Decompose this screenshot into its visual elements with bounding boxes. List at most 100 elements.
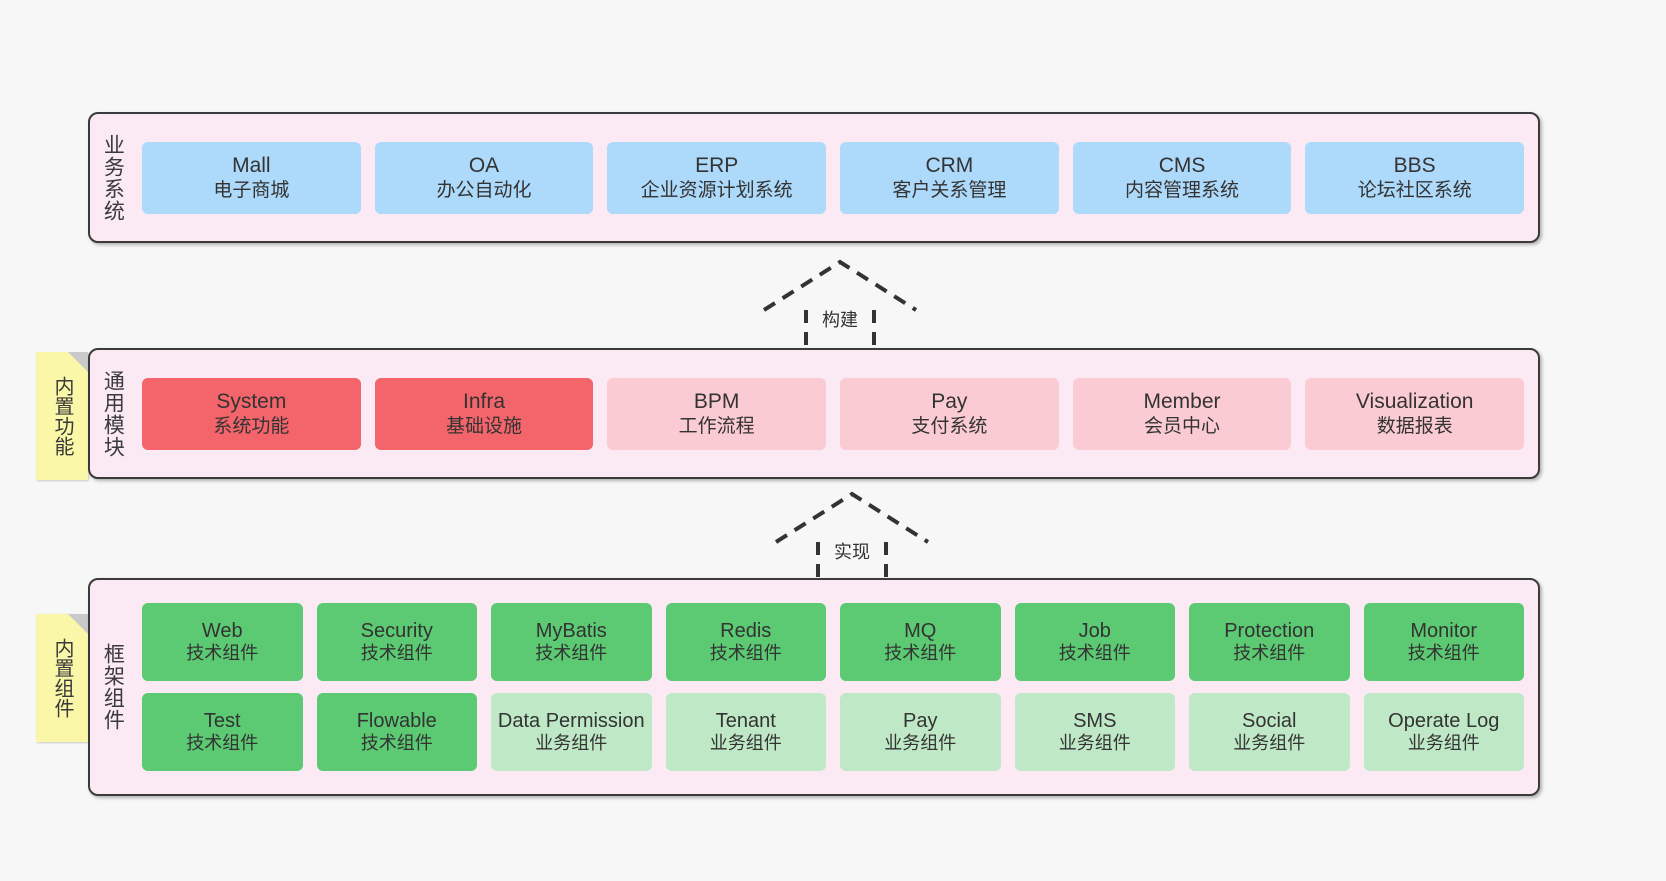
layer-common-modules: 通用模块 System 系统功能 Infra 基础设施 BPM 工作流程 Pay… (88, 348, 1540, 479)
card-system-cn: 系统功能 (213, 415, 290, 437)
card-data-permission-en: Data Permission (497, 709, 645, 732)
card-bbs-en: BBS (1393, 154, 1436, 178)
card-crm-en: CRM (925, 154, 974, 178)
card-data-permission-cn: 业务组件 (535, 733, 608, 754)
card-sms-cn: 业务组件 (1058, 733, 1131, 754)
modules-card-row: System 系统功能 Infra 基础设施 BPM 工作流程 Pay 支付系统… (142, 377, 1525, 450)
card-operate-log[interactable]: Operate Log 业务组件 (1363, 693, 1524, 771)
card-flowable-cn: 技术组件 (360, 733, 433, 754)
business-card-row: Mall 电子商城 OA 办公自动化 ERP 企业资源计划系统 CRM 客户关系… (142, 141, 1525, 214)
card-security-cn: 技术组件 (360, 643, 433, 664)
card-social[interactable]: Social 业务组件 (1189, 693, 1350, 771)
card-web[interactable]: Web 技术组件 (142, 603, 303, 681)
card-crm[interactable]: CRM 客户关系管理 (840, 141, 1059, 214)
card-social-en: Social (1242, 709, 1297, 732)
card-member-cn: 会员中心 (1144, 415, 1221, 437)
card-job-en: Job (1078, 619, 1111, 642)
card-member[interactable]: Member 会员中心 (1072, 377, 1292, 450)
card-redis[interactable]: Redis 技术组件 (665, 603, 826, 681)
card-mall-cn: 电子商城 (213, 179, 290, 201)
card-erp[interactable]: ERP 企业资源计划系统 (607, 141, 827, 214)
card-flowable-en: Flowable (356, 709, 437, 732)
card-bpm-en: BPM (693, 390, 740, 414)
card-web-cn: 技术组件 (186, 643, 259, 664)
card-visualization-cn: 数据报表 (1376, 415, 1453, 437)
layer-body-modules: System 系统功能 Infra 基础设施 BPM 工作流程 Pay 支付系统… (134, 350, 1538, 477)
card-erp-cn: 企业资源计划系统 (640, 179, 793, 201)
layer-body-business: Mall 电子商城 OA 办公自动化 ERP 企业资源计划系统 CRM 客户关系… (134, 114, 1538, 241)
framework-card-row-2: Test 技术组件 Flowable 技术组件 Data Permission … (142, 693, 1524, 771)
card-bpm-cn: 工作流程 (678, 415, 755, 437)
arrow-implement: 实现 (772, 490, 932, 585)
card-security-en: Security (360, 619, 433, 642)
card-tenant-en: Tenant (715, 709, 776, 732)
card-pay-module-cn: 支付系统 (911, 415, 988, 437)
layer-framework-components: 框架组件 Web 技术组件 Security 技术组件 MyBatis 技术组件… (88, 578, 1540, 796)
card-protection[interactable]: Protection 技术组件 (1189, 603, 1350, 681)
layer-title-modules: 通用模块 (101, 369, 125, 458)
card-social-cn: 业务组件 (1233, 733, 1306, 754)
card-security[interactable]: Security 技术组件 (316, 603, 477, 681)
card-test[interactable]: Test 技术组件 (142, 693, 303, 771)
card-mq[interactable]: MQ 技术组件 (840, 603, 1001, 681)
card-sms[interactable]: SMS 业务组件 (1014, 693, 1175, 771)
card-mq-en: MQ (904, 619, 937, 642)
arrow-build: 构建 (760, 258, 920, 353)
card-job[interactable]: Job 技术组件 (1014, 603, 1175, 681)
card-crm-cn: 客户关系管理 (892, 179, 1007, 201)
card-monitor-en: Monitor (1410, 619, 1478, 642)
card-mybatis[interactable]: MyBatis 技术组件 (491, 603, 652, 681)
card-infra-cn: 基础设施 (446, 415, 523, 437)
card-bpm[interactable]: BPM 工作流程 (607, 377, 827, 450)
arrow-build-label: 构建 (822, 310, 858, 330)
note-builtin-function: 内置功能 (36, 352, 88, 480)
card-job-cn: 技术组件 (1058, 643, 1131, 664)
layer-title-business: 业务系统 (101, 133, 125, 222)
card-oa-en: OA (468, 154, 500, 178)
card-mybatis-en: MyBatis (535, 619, 607, 642)
card-visualization-en: Visualization (1355, 390, 1474, 414)
card-tenant-cn: 业务组件 (709, 733, 782, 754)
card-cms-en: CMS (1158, 154, 1206, 178)
card-pay-module-en: Pay (931, 390, 968, 414)
card-redis-cn: 技术组件 (709, 643, 782, 664)
card-flowable[interactable]: Flowable 技术组件 (316, 693, 477, 771)
card-monitor[interactable]: Monitor 技术组件 (1363, 603, 1524, 681)
card-monitor-cn: 技术组件 (1407, 643, 1480, 664)
card-infra-en: Infra (462, 390, 506, 414)
card-protection-cn: 技术组件 (1233, 643, 1306, 664)
card-operate-log-cn: 业务组件 (1407, 733, 1480, 754)
card-mall[interactable]: Mall 电子商城 (142, 141, 361, 214)
card-erp-en: ERP (695, 154, 739, 178)
card-tenant[interactable]: Tenant 业务组件 (665, 693, 826, 771)
card-oa-cn: 办公自动化 (436, 179, 532, 201)
card-mybatis-cn: 技术组件 (535, 643, 608, 664)
card-bbs[interactable]: BBS 论坛社区系统 (1305, 141, 1525, 214)
card-protection-en: Protection (1224, 619, 1315, 642)
card-redis-en: Redis (720, 619, 772, 642)
card-mq-cn: 技术组件 (884, 643, 957, 664)
layer-body-framework: Web 技术组件 Security 技术组件 MyBatis 技术组件 Redi… (134, 580, 1538, 794)
note-builtin-component-label: 内置组件 (51, 638, 73, 718)
card-test-en: Test (203, 709, 241, 732)
card-pay-module[interactable]: Pay 支付系统 (840, 377, 1059, 450)
card-data-permission[interactable]: Data Permission 业务组件 (491, 693, 652, 771)
card-pay-component[interactable]: Pay 业务组件 (840, 693, 1001, 771)
card-mall-en: Mall (232, 154, 271, 178)
card-oa[interactable]: OA 办公自动化 (374, 141, 594, 214)
card-pay-component-cn: 业务组件 (884, 733, 957, 754)
card-pay-component-en: Pay (903, 709, 938, 732)
card-infra[interactable]: Infra 基础设施 (374, 377, 594, 450)
card-web-en: Web (201, 619, 243, 642)
card-sms-en: SMS (1073, 709, 1117, 732)
layer-title-framework: 框架组件 (101, 643, 125, 731)
card-visualization[interactable]: Visualization 数据报表 (1305, 377, 1525, 450)
card-operate-log-en: Operate Log (1388, 709, 1500, 732)
card-member-en: Member (1143, 390, 1221, 414)
card-cms[interactable]: CMS 内容管理系统 (1072, 141, 1292, 214)
framework-card-row-1: Web 技术组件 Security 技术组件 MyBatis 技术组件 Redi… (142, 603, 1524, 681)
card-system-en: System (216, 390, 287, 414)
card-system[interactable]: System 系统功能 (142, 377, 361, 450)
card-cms-cn: 内容管理系统 (1125, 179, 1240, 201)
